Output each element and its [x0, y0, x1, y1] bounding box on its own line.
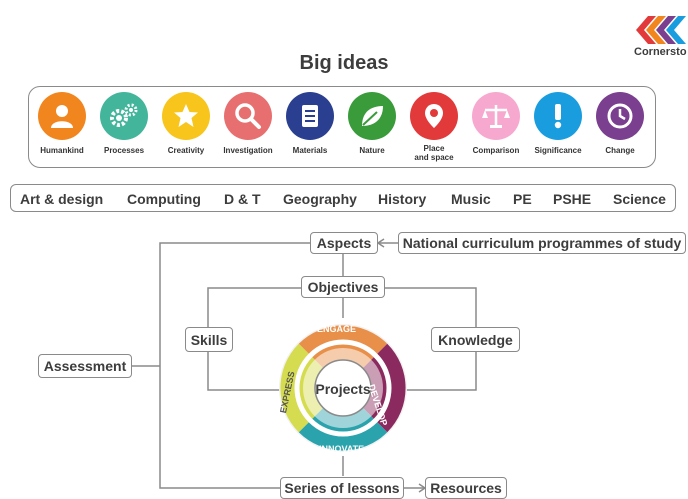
subject-pe: PE [513, 191, 532, 207]
logo [634, 14, 688, 46]
big-idea-materials: Materials [281, 92, 339, 155]
skills-box: Skills [185, 327, 233, 352]
big-idea-humankind: Humankind [33, 92, 91, 155]
big-idea-place-and-space: Place and space [405, 92, 463, 162]
big-idea-label: Materials [292, 146, 328, 155]
big-idea-label: Processes [103, 146, 145, 155]
big-idea-label: Significance [534, 146, 582, 155]
innovate-label: INNOVATE [319, 444, 365, 454]
big-idea-label: Humankind [40, 146, 84, 155]
innovate-arrow-icon [302, 427, 310, 434]
big-idea-nature: Nature [343, 92, 401, 155]
assessment-box: Assessment [38, 354, 132, 378]
resources-box: Resources [425, 477, 507, 499]
subject-art-and-design: Art & design [20, 191, 104, 207]
logo-text: Cornersto [634, 46, 687, 58]
clock-icon [596, 92, 644, 140]
exclamation-icon [534, 92, 582, 140]
subject-geography: Geography [283, 191, 357, 207]
person-icon [38, 92, 86, 140]
knowledge-box: Knowledge [431, 327, 520, 352]
series-of-lessons-box: Series of lessons [280, 477, 404, 499]
star-icon [162, 92, 210, 140]
location-pin-icon [410, 92, 458, 140]
engage-arrow-icon [376, 343, 384, 350]
national-curriculum-box: National curriculum programmes of study [398, 232, 686, 254]
aspects-box: Aspects [310, 232, 378, 254]
book-icon [286, 92, 334, 140]
engage-label: ENGAGE [317, 324, 357, 334]
big-idea-label: Investigation [223, 146, 273, 155]
gears-icon [100, 92, 148, 140]
big-idea-processes: Processes [95, 92, 153, 155]
big-idea-change: Change [591, 92, 649, 155]
leaf-icon [348, 92, 396, 140]
objectives-box: Objectives [301, 276, 385, 298]
projects-label: Projects [315, 381, 371, 397]
subjects-bar [10, 184, 676, 212]
big-ideas-panel [28, 86, 656, 168]
big-idea-significance: Significance [529, 92, 587, 155]
cornerstones-logo-icon [636, 16, 686, 44]
scales-icon [472, 92, 520, 140]
big-idea-label: Change [605, 146, 635, 155]
big-idea-label: Place [423, 144, 445, 153]
subject-dt: D & T [224, 191, 261, 207]
subject-computing: Computing [127, 191, 201, 207]
page-title: Big ideas [299, 52, 389, 74]
develop-arrow-icon [384, 420, 391, 428]
subject-science: Science [613, 191, 666, 207]
express-arrow-icon [296, 346, 303, 354]
magnifier-icon [224, 92, 272, 140]
big-idea-investigation: Investigation [219, 92, 277, 155]
big-idea-label-line2: and space [414, 153, 454, 162]
big-idea-label: Creativity [167, 146, 205, 155]
big-idea-label: Nature [359, 146, 385, 155]
projects-center [314, 359, 372, 417]
big-idea-label: Comparison [472, 146, 520, 155]
big-idea-creativity: Creativity [157, 92, 215, 155]
subject-music: Music [451, 191, 491, 207]
subject-history: History [378, 191, 427, 207]
subject-pshe: PSHE [553, 191, 592, 207]
big-idea-comparison: Comparison [467, 92, 525, 155]
project-cycle [279, 324, 407, 452]
